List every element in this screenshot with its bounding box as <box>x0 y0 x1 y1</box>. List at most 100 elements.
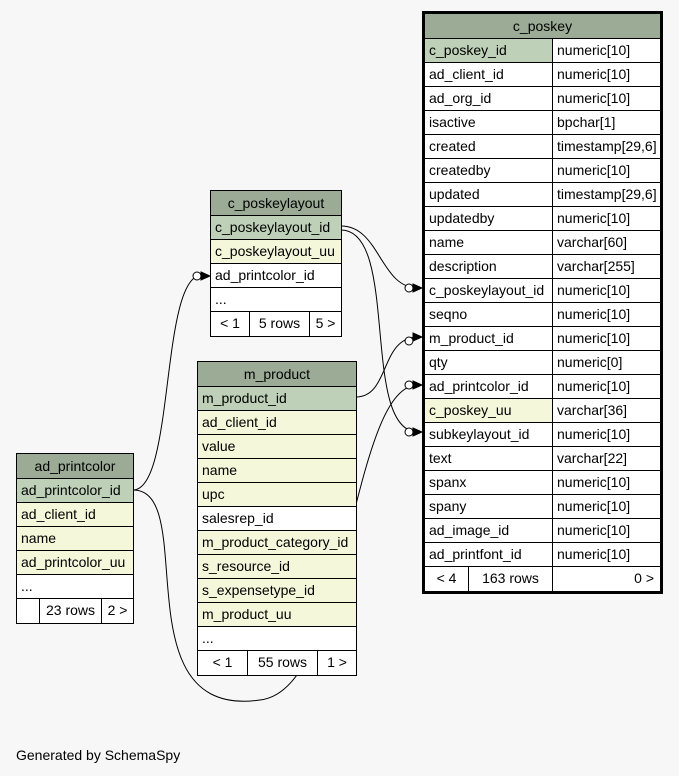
parents-link[interactable] <box>17 599 39 623</box>
table-row[interactable]: m_product_uu <box>198 603 356 627</box>
row-count: 23 rows <box>39 599 101 623</box>
table-row[interactable]: text varchar[22] <box>425 447 660 471</box>
parents-link[interactable]: < 4 <box>436 570 457 586</box>
table-row[interactable]: ad_printcolor_id <box>17 479 133 503</box>
children-link[interactable]: 1 > <box>317 651 356 675</box>
rel-poskeylayout-to-poskey <box>340 225 419 289</box>
column-type: numeric[10] <box>552 303 660 326</box>
column-name: c_poskeylayout_id <box>215 219 331 235</box>
table-title[interactable]: c_poskeylayout <box>211 191 341 216</box>
table-row[interactable]: m_product_category_id <box>198 531 356 555</box>
table-row[interactable]: c_poskeylayout_id <box>211 216 341 240</box>
column-type: varchar[36] <box>552 399 660 422</box>
column-name: seqno <box>429 306 468 322</box>
crowfoot-marker <box>412 427 424 437</box>
table-row[interactable]: ad_client_id <box>198 411 356 435</box>
table-row[interactable]: updatedby numeric[10] <box>425 207 660 231</box>
table-row[interactable]: updated timestamp[29,6] <box>425 183 660 207</box>
table-footer: < 4 163 rows 0 > <box>425 567 660 591</box>
children-link[interactable]: 5 > <box>309 312 341 336</box>
table-footer: 23 rows 2 > <box>17 599 133 623</box>
column-name: spanx <box>429 474 467 490</box>
column-name: updated <box>429 186 480 202</box>
children-link[interactable]: 0 > <box>552 567 660 591</box>
parents-link[interactable]: < 1 <box>220 315 240 331</box>
column-name: text <box>429 450 452 466</box>
column-name: c_poskey_id <box>429 42 507 58</box>
column-name: name <box>202 462 238 478</box>
table-row[interactable]: m_product_id <box>198 387 356 411</box>
table-row[interactable]: ... <box>198 627 356 651</box>
column-name: ad_printfont_id <box>429 546 522 562</box>
table-title[interactable]: m_product <box>198 362 356 387</box>
column-type: numeric[10] <box>552 207 660 230</box>
column-name: c_poskey_uu <box>425 399 552 422</box>
column-name: ad_printcolor_id <box>429 378 529 394</box>
table-row[interactable]: name <box>198 459 356 483</box>
table-title[interactable]: c_poskey <box>425 14 660 39</box>
column-type: numeric[10] <box>552 471 660 494</box>
column-name: createdby <box>429 162 491 178</box>
table-row[interactable]: ad_printcolor_id <box>211 264 341 288</box>
column-name: s_resource_id <box>202 558 290 574</box>
optional-marker <box>404 380 414 390</box>
column-name: isactive <box>429 114 476 130</box>
column-name: ad_client_id <box>429 66 504 82</box>
table-row[interactable]: subkeylayout_id numeric[10] <box>425 423 660 447</box>
table-row[interactable]: name <box>17 527 133 551</box>
column-name: m_product_category_id <box>202 534 349 550</box>
optional-marker <box>404 427 414 437</box>
table-c-poskeylayout[interactable]: c_poskeylayout c_poskeylayout_id c_poske… <box>210 190 342 337</box>
table-row[interactable]: ad_client_id <box>17 503 133 527</box>
parents-link[interactable]: < 1 <box>212 654 233 670</box>
table-m-product[interactable]: m_product m_product_id ad_client_id valu… <box>197 361 357 676</box>
optional-marker <box>404 283 414 293</box>
column-type: numeric[10] <box>552 423 660 446</box>
column-name: ad_printcolor_uu <box>21 554 126 570</box>
column-type: numeric[10] <box>552 519 660 542</box>
column-type: numeric[10] <box>552 159 660 182</box>
column-type: numeric[10] <box>552 279 660 302</box>
table-row[interactable]: salesrep_id <box>198 507 356 531</box>
table-row[interactable]: upc <box>198 483 356 507</box>
column-name: value <box>202 438 236 454</box>
table-row[interactable]: value <box>198 435 356 459</box>
column-type: timestamp[29,6] <box>552 183 660 206</box>
table-row[interactable]: s_expensetype_id <box>198 579 356 603</box>
table-row[interactable]: s_resource_id <box>198 555 356 579</box>
table-ad-printcolor[interactable]: ad_printcolor ad_printcolor_id ad_client… <box>16 453 134 624</box>
table-row[interactable]: ... <box>17 575 133 599</box>
table-row[interactable]: c_poskeylayout_uu <box>211 240 341 264</box>
table-row[interactable]: createdby numeric[10] <box>425 159 660 183</box>
crowfoot-marker <box>200 271 212 281</box>
children-link[interactable]: 2 > <box>101 599 133 623</box>
generated-by-label: Generated by SchemaSpy <box>16 747 181 763</box>
column-name: subkeylayout_id <box>429 426 530 442</box>
table-row[interactable]: seqno numeric[10] <box>425 303 660 327</box>
table-row[interactable]: ... <box>211 288 341 312</box>
table-title[interactable]: ad_printcolor <box>17 454 133 479</box>
column-name: updatedby <box>429 210 495 226</box>
table-row[interactable]: spanx numeric[10] <box>425 471 660 495</box>
column-type: varchar[22] <box>552 447 660 470</box>
table-row[interactable]: ad_printcolor_uu <box>17 551 133 575</box>
table-footer: < 1 5 rows 5 > <box>211 312 341 336</box>
column-name: ... <box>215 291 227 307</box>
